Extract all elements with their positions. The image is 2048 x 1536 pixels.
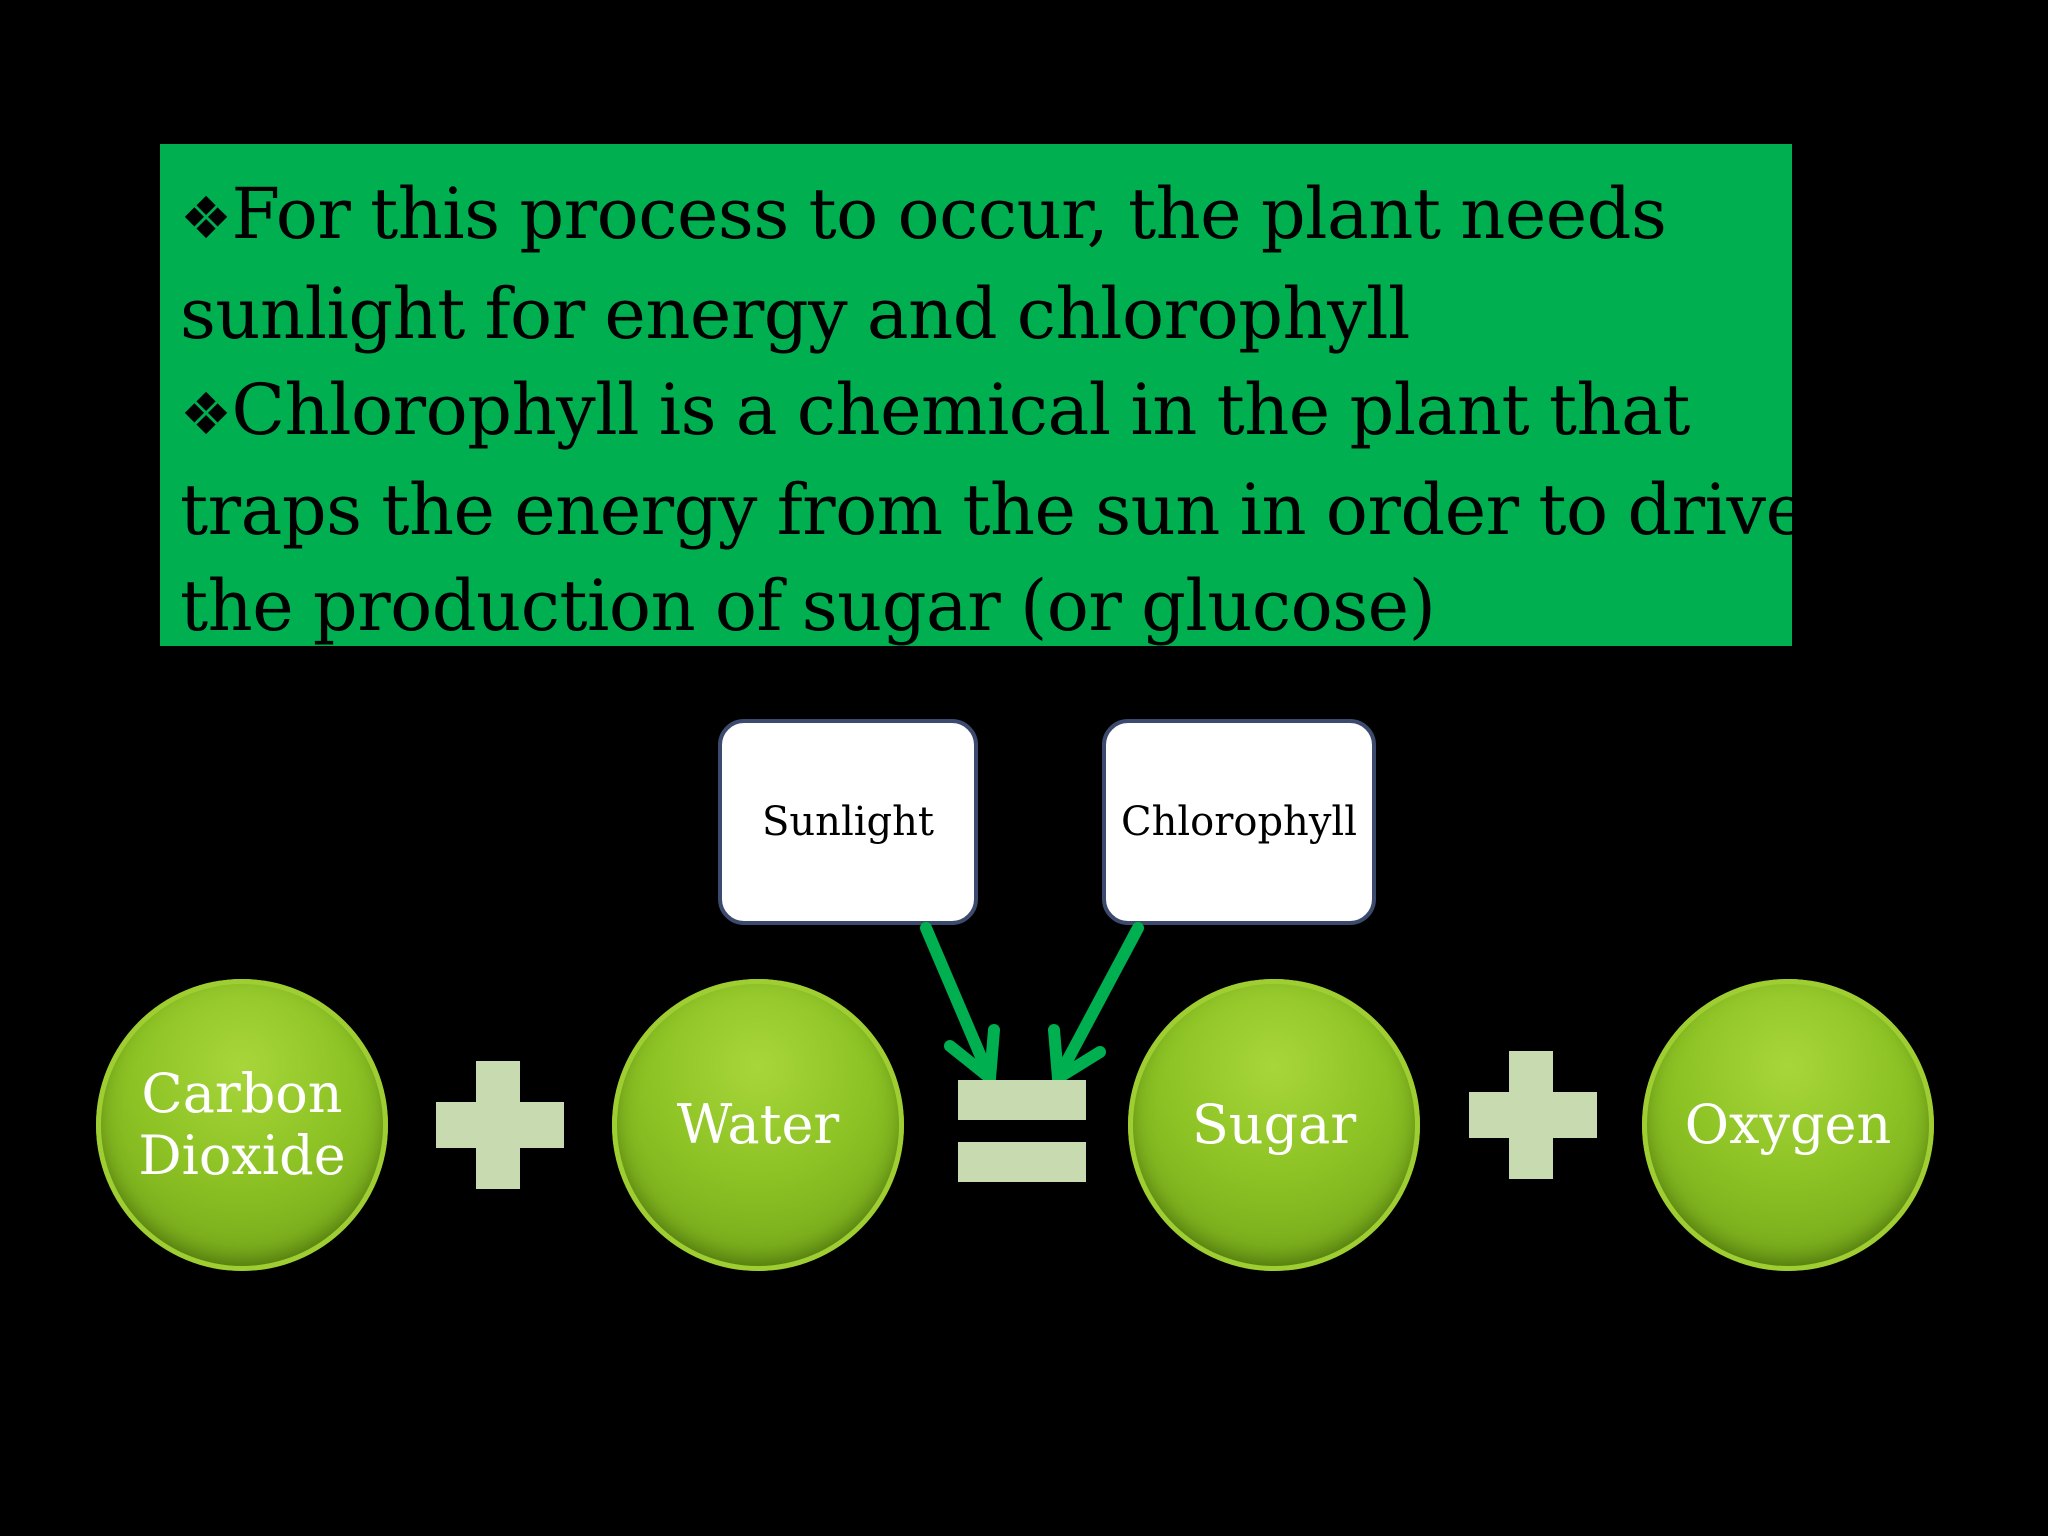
chlorophyll-callout: Chlorophyll (1102, 719, 1376, 925)
diamond-bullet-icon: ❖ (180, 380, 232, 448)
chlorophyll-label: Chlorophyll (1121, 799, 1357, 845)
sugar-node: Sugar (1128, 979, 1420, 1271)
oxygen-node: Oxygen (1642, 979, 1934, 1271)
sunlight-callout: Sunlight (718, 719, 978, 925)
carbon-dioxide-label-line-2: Dioxide (138, 1124, 346, 1187)
sunlight-arrow (920, 922, 996, 1084)
plus-icon (1469, 1051, 1597, 1179)
plus-icon (436, 1061, 564, 1189)
oxygen-label: Oxygen (1684, 1093, 1892, 1156)
sunlight-label: Sunlight (762, 799, 934, 845)
equals-icon (958, 1080, 1086, 1182)
water-label: Water (676, 1093, 840, 1156)
sugar-label: Sugar (1191, 1093, 1357, 1156)
bullet-2-line-3: the production of sugar (or glucose) (180, 565, 1436, 647)
bullet-1-line-2: sunlight for energy and chlorophyll (180, 273, 1410, 355)
text-box: ❖For this process to occur, the plant ne… (160, 144, 1807, 647)
carbon-dioxide-node: Carbon Dioxide (96, 979, 388, 1271)
water-node: Water (612, 979, 904, 1271)
sunlight-arrowhead-icon (944, 1024, 1000, 1084)
chlorophyll-arrowhead-icon (1048, 1024, 1106, 1084)
diamond-bullet-icon: ❖ (180, 184, 232, 252)
bullet-1-line-1: ❖For this process to occur, the plant ne… (180, 173, 1667, 255)
bullet-2-line-1: ❖Chlorophyll is a chemical in the plant … (180, 369, 1690, 451)
chlorophyll-arrow (1052, 922, 1144, 1084)
carbon-dioxide-label-line-1: Carbon (141, 1062, 343, 1125)
bullet-2-line-2: traps the energy from the sun in order t… (180, 469, 1807, 551)
